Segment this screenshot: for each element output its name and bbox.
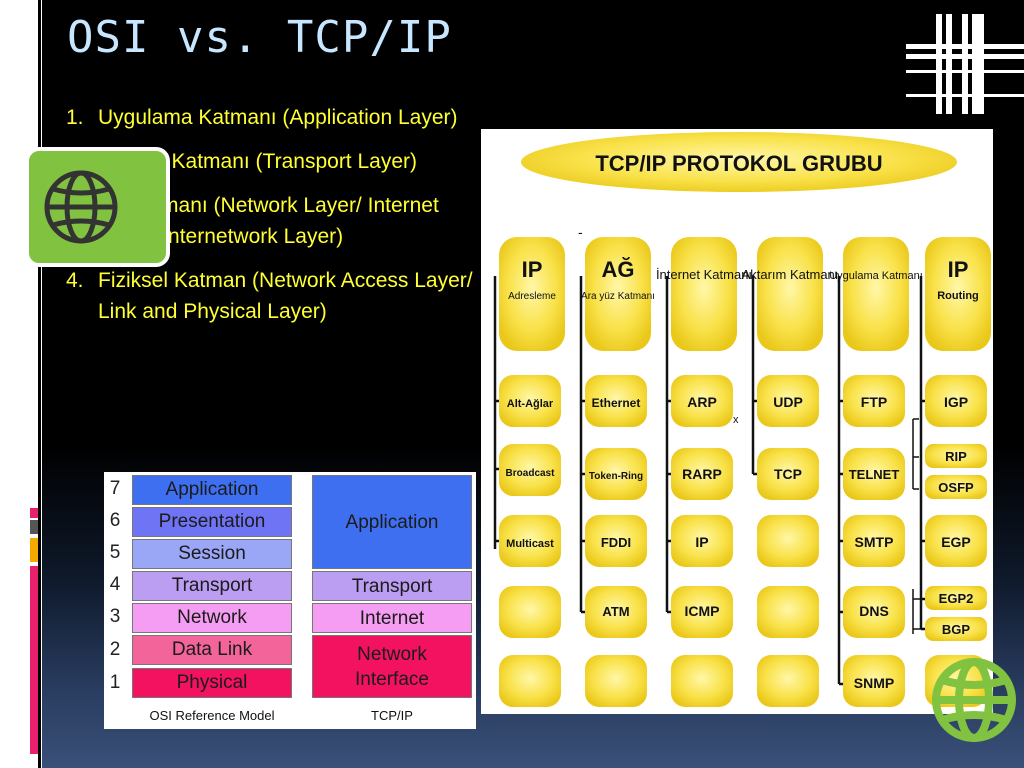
osi-layer-session: Session <box>132 539 292 569</box>
protocol-label: TCP <box>774 466 802 482</box>
osi-layer-network: Network <box>132 603 292 633</box>
header-big: IP <box>948 257 969 282</box>
protocol-label: IGP <box>944 394 968 410</box>
protocol-label: DNS <box>859 603 889 619</box>
protocol-label: SNMP <box>854 675 894 691</box>
protocol-label: IP <box>695 534 708 550</box>
protocol-label: EGP2 <box>939 591 974 606</box>
protocol-label: ICMP <box>685 603 720 619</box>
protocol-label: UDP <box>773 394 803 410</box>
mark-x: x <box>733 414 739 426</box>
tcp-layer-application: Application <box>312 475 472 569</box>
banner-badge <box>521 132 957 192</box>
protocol-chart-svg: TCP/IP PROTOKOL GRUBU - x IP Adresleme <box>493 132 991 707</box>
osi-layer-transport: Transport <box>132 571 292 601</box>
banner-text: TCP/IP PROTOKOL GRUBU <box>595 151 882 176</box>
protocol-label: Ethernet <box>592 396 641 410</box>
protocol-boxes <box>499 375 987 707</box>
protocol-label: BGP <box>942 622 971 637</box>
header-row <box>499 237 991 351</box>
decor-lines <box>906 14 1024 118</box>
protocol-label: OSFP <box>938 480 974 495</box>
protocol-label: TELNET <box>849 467 900 482</box>
header-small: Routing <box>937 290 979 302</box>
header-box <box>843 237 909 351</box>
tcpip-caption: TCP/IP <box>371 708 413 723</box>
header-small: Ara yüz Katmanı <box>581 291 655 302</box>
protocol-label: RIP <box>945 449 967 464</box>
osi-layer-number: 6 <box>109 510 121 531</box>
protocol-label: FDDI <box>601 535 631 550</box>
osi-layer-physical: Physical <box>132 668 292 698</box>
protocol-label: Token-Ring <box>589 471 643 482</box>
osi-layer-number: 5 <box>109 542 121 563</box>
tcp-layer-transport: Transport <box>312 571 472 601</box>
slide-title: OSI vs. TCP/IP <box>67 12 452 63</box>
protocol-label: Multicast <box>506 538 554 550</box>
header-box <box>671 237 737 351</box>
globe-icon <box>25 147 170 267</box>
osi-layer-number: 4 <box>109 574 121 595</box>
mark-dash: - <box>578 224 583 240</box>
left-decor-edge <box>38 0 41 768</box>
protocol-label: FTP <box>861 394 887 410</box>
protocol-label: ARP <box>687 394 717 410</box>
protocol-label: Alt-Ağlar <box>507 398 554 410</box>
header-box <box>499 237 565 351</box>
header-big: AĞ <box>602 257 635 282</box>
left-decor-bar <box>0 0 42 768</box>
osi-layer-number: 7 <box>109 478 121 499</box>
header-small: Adresleme <box>508 291 556 302</box>
protocol-labels: Alt-Ağlar Broadcast Multicast Ethernet T… <box>506 394 974 691</box>
header-small: İnternet Katmanı <box>656 267 752 282</box>
tcp-layer-network-interface: Network Interface <box>312 635 472 698</box>
list-item: 1.Uygulama Katmanı (Application Layer) <box>66 106 458 129</box>
header-box <box>925 237 991 351</box>
header-box <box>585 237 651 351</box>
osi-layer-application: Application <box>132 475 292 505</box>
osi-layer-number: 1 <box>109 672 121 693</box>
header-small: Aktarım Katmanı <box>742 267 839 282</box>
protocol-label: ATM <box>602 604 629 619</box>
osi-layer-data-link: Data Link <box>132 635 292 665</box>
tcp-layer-internet: Internet <box>312 603 472 633</box>
osi-caption: OSI Reference Model <box>149 708 275 723</box>
list-item: 4.Fiziksel Katman (Network Access Layer/… <box>66 269 473 323</box>
header-big: IP <box>522 257 543 282</box>
protocol-label: SMTP <box>855 534 894 550</box>
header-small: Uygulama Katmanı <box>829 270 923 282</box>
globe-icon <box>928 654 1018 746</box>
osi-layer-number: 3 <box>109 606 121 627</box>
protocol-chart: TCP/IP PROTOKOL GRUBU - x IP Adresleme <box>481 129 993 714</box>
protocol-label: RARP <box>682 466 722 482</box>
osi-tcpip-diagram: 7 6 5 4 3 2 1 Application Presentation S… <box>104 472 476 729</box>
osi-layer-presentation: Presentation <box>132 507 292 537</box>
protocol-label: EGP <box>941 534 971 550</box>
osi-layer-number: 2 <box>109 639 121 660</box>
header-box <box>757 237 823 351</box>
protocol-label: Broadcast <box>506 468 556 479</box>
